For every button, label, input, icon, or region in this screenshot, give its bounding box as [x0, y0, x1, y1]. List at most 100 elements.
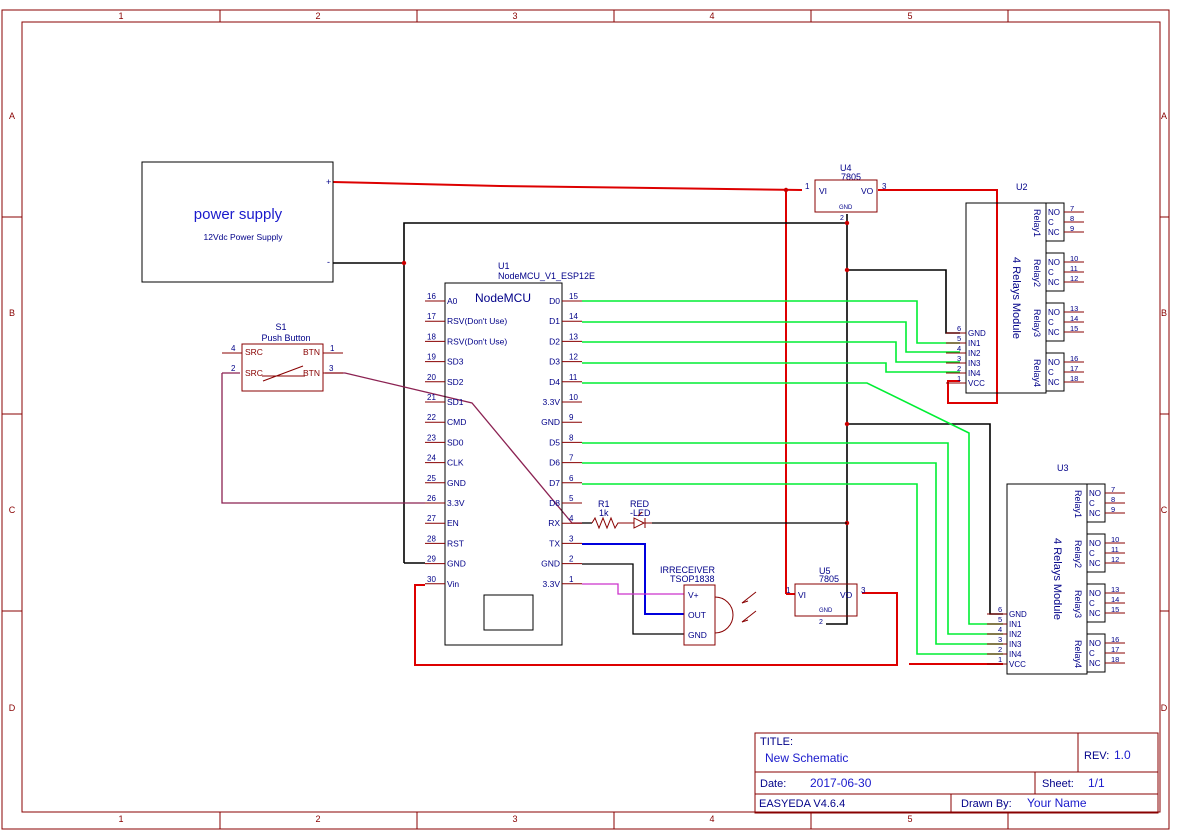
- reg-u4-part: 7805: [841, 172, 861, 182]
- mcu-pin-label: D6: [549, 458, 560, 468]
- reg-u5-ref: U5: [819, 566, 831, 576]
- led-red: RED -LED: [624, 499, 652, 529]
- relay-pin-number: 3: [998, 635, 1002, 644]
- reg-u4-pin1: 1: [805, 182, 810, 191]
- relay-contact-label: NO: [1048, 258, 1060, 267]
- relay-contact-number: 15: [1070, 324, 1078, 333]
- relay-contact-number: 7: [1111, 485, 1115, 494]
- relay-name: Relay4: [1073, 640, 1083, 668]
- relay-contact-label: NC: [1089, 659, 1101, 668]
- sheet-label: Sheet:: [1042, 778, 1074, 790]
- reg-u4-gnd: GND: [839, 205, 853, 211]
- relay-contact-label: NO: [1089, 489, 1101, 498]
- relay-contact-label: C: [1089, 649, 1095, 658]
- reg-u5-part: 7805: [819, 574, 839, 584]
- relay-contact-number: 8: [1070, 214, 1074, 223]
- reg-u5-gnd: GND: [819, 608, 833, 614]
- mcu-pin-number: 18: [427, 332, 436, 341]
- mcu-pin-number: 28: [427, 534, 436, 543]
- relay-name: Relay1: [1032, 209, 1042, 237]
- relay-ref: U3: [1057, 463, 1069, 473]
- relay-contact-label: NC: [1089, 559, 1101, 568]
- mcu-title: NodeMCU: [475, 291, 531, 305]
- button-pin-label: SRC: [245, 347, 263, 357]
- relay-body: [1006, 483, 1088, 675]
- reg-u5-pin1: 1: [786, 586, 791, 595]
- relay-name: Relay3: [1073, 590, 1083, 618]
- mcu-pin-number: 2: [569, 555, 574, 564]
- col-label-bottom: 2: [315, 814, 320, 824]
- mcu-pin-label: D5: [549, 437, 560, 447]
- relay-contact-label: C: [1089, 499, 1095, 508]
- mcu-pin-label: RSV(Don't Use): [447, 316, 507, 326]
- mcu-pin-label: GND: [447, 559, 466, 569]
- reg-u5-pin2: 2: [819, 619, 823, 626]
- reg-u4-pin3: 3: [882, 182, 887, 191]
- col-label-top: 2: [315, 11, 320, 21]
- mcu-pin-number: 7: [569, 454, 574, 463]
- tool-version: EASYEDA V4.6.4: [759, 798, 845, 810]
- mcu-pin-label: GND: [541, 559, 560, 569]
- relay-contact-number: 13: [1070, 304, 1078, 313]
- mcu-part: NodeMCU_V1_ESP12E: [498, 271, 595, 281]
- mcu-pin-number: 1: [569, 575, 574, 584]
- resistor-r1: R1 1k: [591, 499, 624, 530]
- mcu-pin-label: 3.3V: [447, 498, 465, 508]
- relay-name: Relay1: [1073, 490, 1083, 518]
- signal-wires: [582, 300, 1003, 655]
- relay-contact-number: 17: [1070, 364, 1078, 373]
- relay-contact-label: NC: [1089, 509, 1101, 518]
- led-ref: RED: [630, 499, 650, 509]
- mcu-pin-number: 3: [569, 534, 574, 543]
- button-pin-num: 2: [231, 364, 236, 373]
- mcu-pin-label: D8: [549, 498, 560, 508]
- reg-u4-vi: VI: [819, 186, 827, 196]
- reg-u5-vo: VO: [840, 590, 853, 600]
- mcu-right-pins: 15D014D113D212D311D4103.3V9GND8D57D66D75…: [541, 292, 582, 589]
- relay-pin-number: 5: [957, 334, 961, 343]
- mcu-pin-label: SD3: [447, 357, 464, 367]
- relay-pin-number: 2: [998, 645, 1002, 654]
- relay-pin-number: 2: [957, 364, 961, 373]
- mcu-pin-label: A0: [447, 296, 458, 306]
- relay-name: Relay2: [1073, 540, 1083, 568]
- mcu-pin-number: 23: [427, 433, 436, 442]
- relay-module-u2: U24 Relays Module6GND5IN14IN23IN32IN41VC…: [946, 182, 1084, 394]
- frame-labels: 1 2 3 4 5 1 2 3 4 5 A B C D A B C D: [9, 11, 1168, 824]
- relay-contact-label: C: [1048, 368, 1054, 377]
- relay-pin-number: 6: [998, 605, 1002, 614]
- button-name: Push Button: [261, 333, 310, 343]
- relay-ref: U2: [1016, 182, 1028, 192]
- mcu-pin-label: SD0: [447, 437, 464, 447]
- mcu-pin-number: 13: [569, 332, 578, 341]
- relay-contact-label: NC: [1048, 228, 1060, 237]
- relay-contact-number: 16: [1111, 635, 1119, 644]
- relay-contact-number: 18: [1111, 655, 1119, 664]
- relay-contact-label: NO: [1089, 589, 1101, 598]
- relay-pin-label: IN3: [968, 359, 981, 368]
- button-pin-label: SRC: [245, 368, 263, 378]
- relay-contact-label: NC: [1048, 328, 1060, 337]
- relay-contact-number: 10: [1070, 254, 1078, 263]
- mcu-pin-number: 16: [427, 292, 436, 301]
- row-label-left: B: [9, 308, 15, 318]
- relay-pin-label: IN2: [968, 349, 981, 358]
- col-label-bottom: 3: [512, 814, 517, 824]
- power-supply-title: power supply: [194, 206, 283, 223]
- relay-pin-number: 3: [957, 354, 961, 363]
- relay-pin-label: IN4: [1009, 650, 1022, 659]
- mcu-pin-number: 6: [569, 474, 574, 483]
- mcu-pin-label: D4: [549, 377, 560, 387]
- relay-title: 4 Relays Module: [1051, 538, 1063, 620]
- relay-contact-label: NO: [1048, 358, 1060, 367]
- relay-pin-label: VCC: [968, 379, 985, 388]
- relay-contact-number: 17: [1111, 645, 1119, 654]
- relay-module-u3: U34 Relays Module6GND5IN14IN23IN32IN41VC…: [987, 463, 1125, 675]
- row-label-right: A: [1161, 111, 1167, 121]
- mcu-pin-number: 11: [569, 373, 578, 382]
- col-label-bottom: 1: [118, 814, 123, 824]
- mcu-pin-number: 30: [427, 575, 436, 584]
- drawn-value: Your Name: [1027, 796, 1087, 810]
